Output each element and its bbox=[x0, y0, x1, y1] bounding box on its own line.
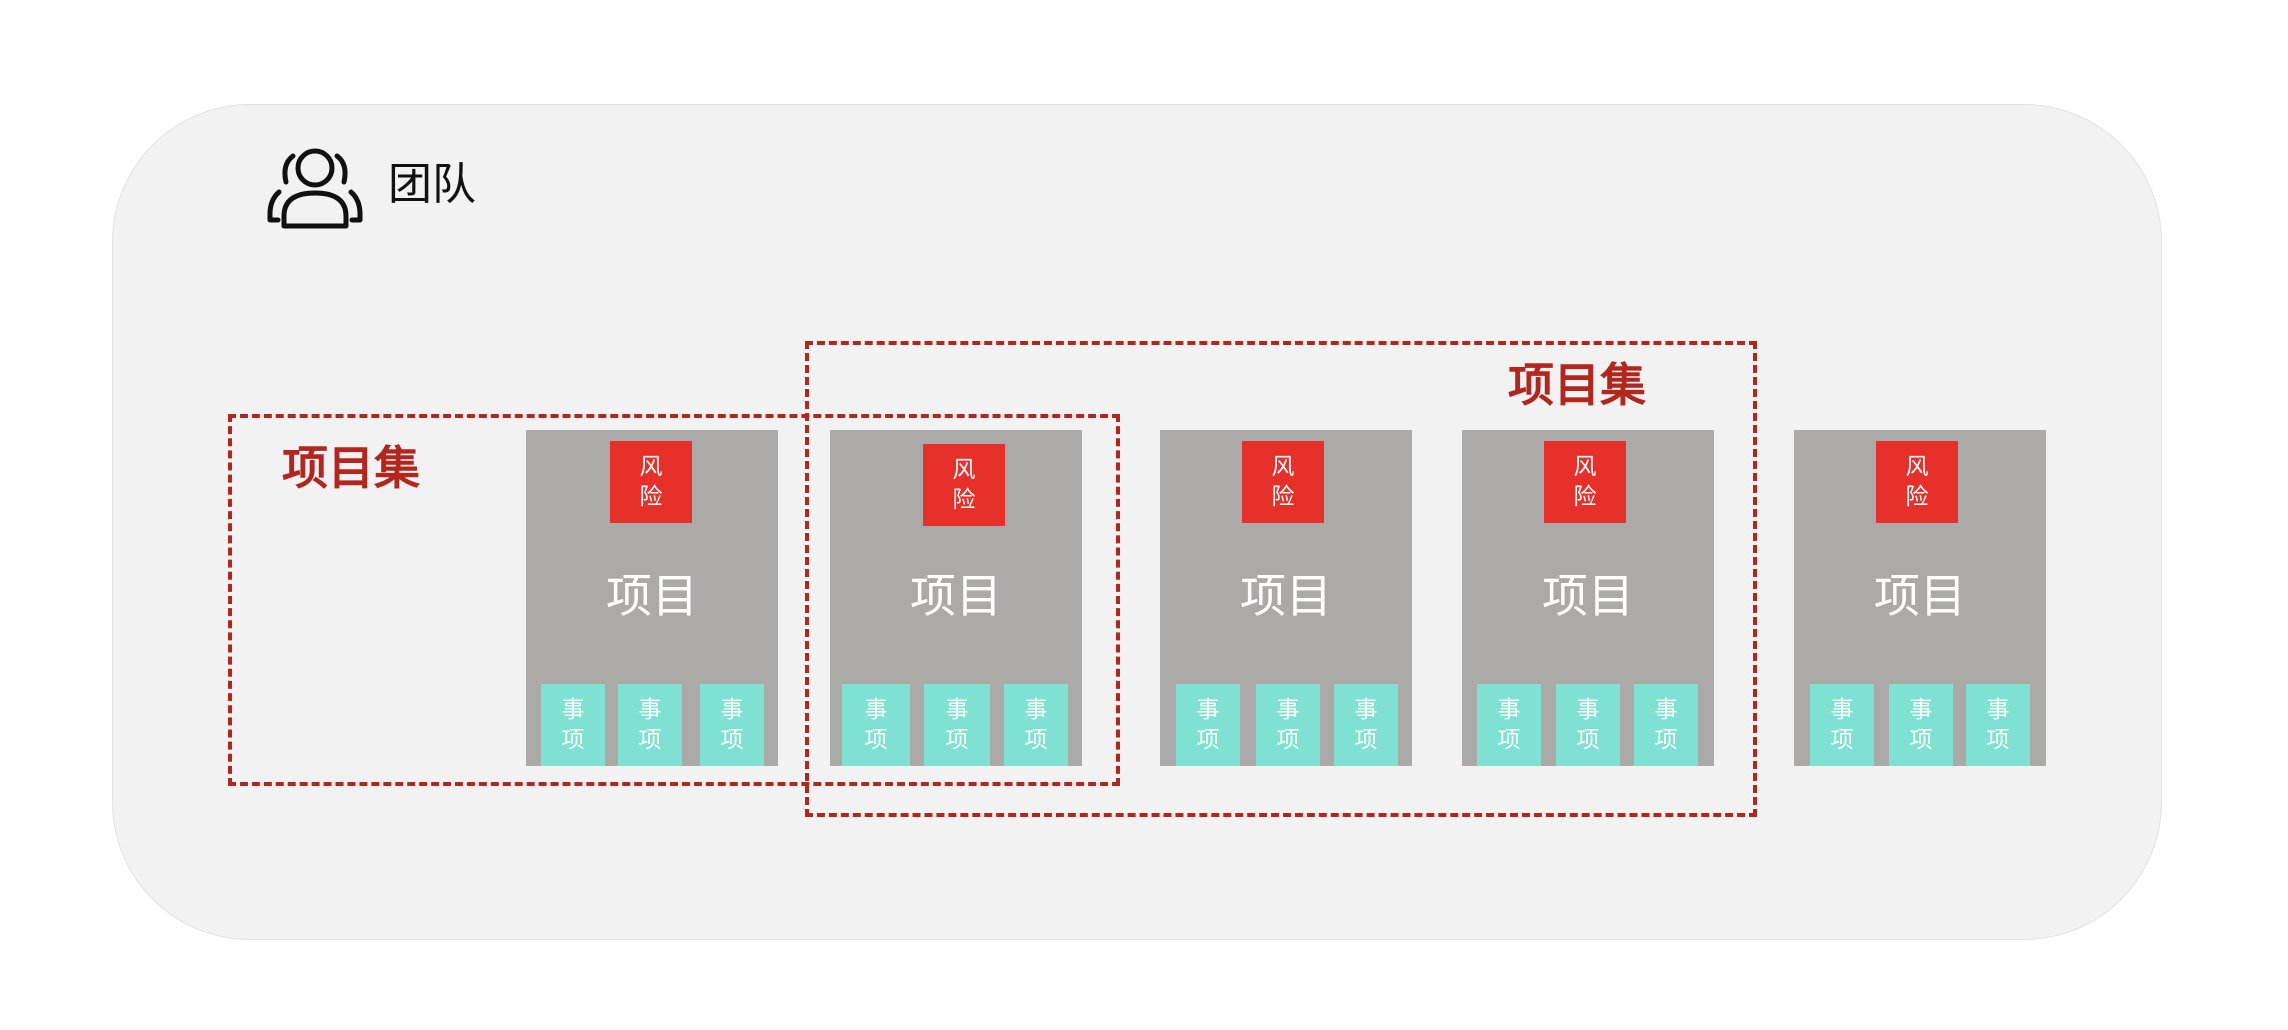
project-title: 项目 bbox=[1240, 569, 1332, 623]
item-list: 事项 事项 事项 bbox=[1462, 684, 1714, 766]
risk-badge: 风险 bbox=[610, 441, 692, 523]
item-list: 事项 事项 事项 bbox=[1160, 684, 1412, 766]
project-title: 项目 bbox=[910, 569, 1002, 623]
risk-badge: 风险 bbox=[923, 444, 1005, 526]
project-card: 风险 项目 事项 事项 事项 bbox=[1160, 430, 1412, 766]
item-tile: 事项 bbox=[924, 684, 990, 766]
item-tile: 事项 bbox=[1889, 684, 1953, 766]
project-set-right-border bbox=[805, 341, 1757, 817]
item-tile: 事项 bbox=[1556, 684, 1620, 766]
risk-badge: 风险 bbox=[1242, 441, 1324, 523]
item-list: 事项 事项 事项 bbox=[830, 684, 1082, 766]
project-title: 项目 bbox=[1542, 569, 1634, 623]
project-set-left-label: 项目集 bbox=[282, 441, 420, 495]
risk-badge: 风险 bbox=[1876, 441, 1958, 523]
project-card: 风险 项目 事项 事项 事项 bbox=[1462, 430, 1714, 766]
item-list: 事项 事项 事项 bbox=[526, 684, 778, 766]
project-set-left-border bbox=[228, 414, 1120, 786]
item-tile: 事项 bbox=[1004, 684, 1068, 766]
project-title: 项目 bbox=[606, 569, 698, 623]
team-users-icon bbox=[267, 148, 363, 229]
item-tile: 事项 bbox=[618, 684, 682, 766]
item-tile: 事项 bbox=[1334, 684, 1398, 766]
project-card: 风险 项目 事项 事项 事项 bbox=[1794, 430, 2046, 766]
risk-badge: 风险 bbox=[1544, 441, 1626, 523]
item-tile: 事项 bbox=[700, 684, 764, 766]
project-title: 项目 bbox=[1874, 569, 1966, 623]
item-tile: 事项 bbox=[842, 684, 910, 766]
project-set-right-label: 项目集 bbox=[1508, 358, 1646, 412]
item-tile: 事项 bbox=[1966, 684, 2030, 766]
item-tile: 事项 bbox=[1810, 684, 1874, 766]
item-tile: 事项 bbox=[1634, 684, 1698, 766]
project-card: 风险 项目 事项 事项 事项 bbox=[830, 430, 1082, 766]
item-tile: 事项 bbox=[1176, 684, 1240, 766]
item-tile: 事项 bbox=[541, 684, 605, 766]
item-list: 事项 事项 事项 bbox=[1794, 684, 2046, 766]
item-tile: 事项 bbox=[1477, 684, 1541, 766]
item-tile: 事项 bbox=[1256, 684, 1320, 766]
team-label: 团队 bbox=[388, 159, 476, 210]
project-card: 风险 项目 事项 事项 事项 bbox=[526, 430, 778, 766]
